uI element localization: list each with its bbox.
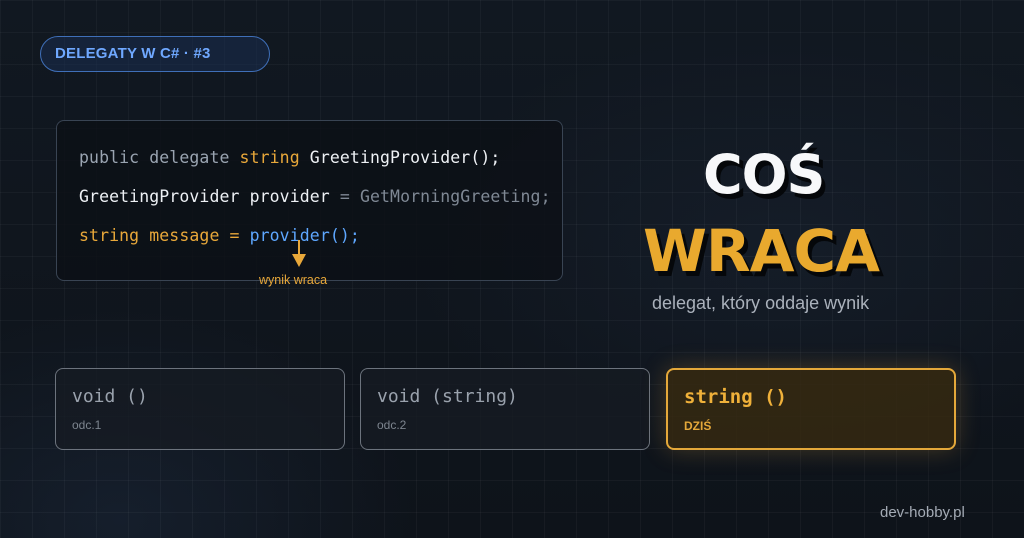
code-line-invocation: string message = provider(); xyxy=(79,226,360,245)
result-returns-annotation: wynik wraca xyxy=(259,273,328,287)
code-method-group: = GetMorningGreeting; xyxy=(329,187,551,206)
card-signature: void (string) xyxy=(377,386,518,407)
arrow-down-icon xyxy=(292,240,306,267)
hero-subtitle: delegat, który oddaje wynik xyxy=(652,293,870,313)
card-signature: void () xyxy=(72,386,148,407)
hero-title-line2: WRACA xyxy=(643,217,880,285)
code-result-variable: string message = xyxy=(79,226,250,245)
card-episode-label: DZIŚ xyxy=(684,419,712,433)
episode-card-1: void () odc.1 xyxy=(55,368,345,450)
series-badge: DELEGATY W C# · #3 xyxy=(40,36,270,72)
code-snippet: public delegate string GreetingProvider(… xyxy=(56,120,563,281)
episode-card-current: string () DZIŚ xyxy=(666,368,956,450)
code-keyword: public delegate xyxy=(79,148,240,167)
code-delegate-call: provider(); xyxy=(249,226,360,245)
card-signature: string () xyxy=(684,386,787,408)
site-url: dev-hobby.pl xyxy=(880,504,965,521)
code-type: string xyxy=(239,148,300,167)
code-identifier: GreetingProvider(); xyxy=(299,148,501,167)
episode-card-2: void (string) odc.2 xyxy=(360,368,650,450)
code-line-delegate-declaration: public delegate string GreetingProvider(… xyxy=(79,148,500,167)
card-episode-label: odc.1 xyxy=(72,418,102,432)
card-episode-label: odc.2 xyxy=(377,418,407,432)
code-line-assignment: GreetingProvider provider = GetMorningGr… xyxy=(79,187,551,206)
hero-title-line1: COŚ xyxy=(703,143,825,206)
code-identifier: GreetingProvider provider xyxy=(79,187,330,206)
